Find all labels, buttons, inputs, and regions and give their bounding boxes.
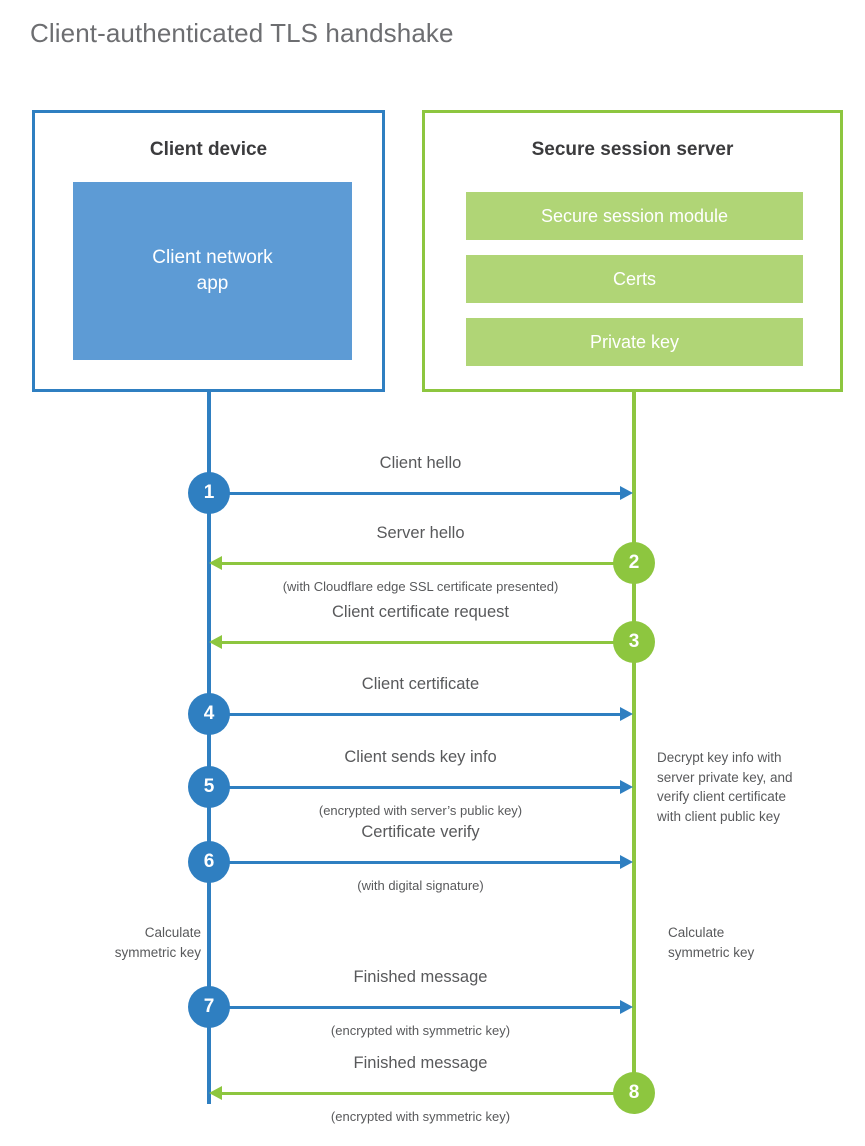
arrow-head-left-icon: [209, 635, 222, 649]
client-lifeline: [207, 392, 211, 1104]
arrow-head-right-icon: [620, 780, 633, 794]
client-network-app-block: Client network app: [73, 182, 352, 360]
message-label-7: Finished message: [353, 968, 488, 986]
message-label-5: Client sends key info: [344, 748, 497, 766]
server-component-private-key: Private key: [466, 318, 803, 366]
message-sublabel-2: (with Cloudflare edge SSL certificate pr…: [282, 579, 559, 594]
client-device-box: Client device Client network app: [32, 110, 385, 392]
arrow-head-right-icon: [620, 855, 633, 869]
message-sublabel-6: (with digital signature): [357, 878, 484, 893]
client-device-title: Client device: [149, 139, 268, 160]
arrow-head-right-icon: [620, 1000, 633, 1014]
note-line: Decrypt key info with: [657, 750, 782, 765]
message-label-4: Client certificate: [361, 675, 480, 693]
note-line: symmetric key: [668, 944, 755, 960]
server-component-secure-session-module: Secure session module: [466, 192, 803, 240]
step-marker-4[interactable]: 4: [188, 693, 230, 735]
note-line: with client public key: [657, 808, 781, 824]
step-marker-6[interactable]: 6: [188, 841, 230, 883]
note-line: Calculate: [668, 925, 725, 940]
step-marker-2[interactable]: 2: [613, 542, 655, 584]
note-line: Calculate: [144, 925, 201, 940]
message-label-3: Client certificate request: [332, 603, 509, 621]
arrow-head-left-icon: [209, 556, 222, 570]
message-label-8: Finished message: [353, 1054, 488, 1072]
step-marker-1[interactable]: 1: [188, 472, 230, 514]
client-calculate-symmetric-key-note: Calculate symmetric key: [46, 923, 201, 962]
arrow-line-2: [222, 562, 634, 565]
server-bar-label: Secure session module: [540, 205, 729, 226]
client-app-label-line2: app: [196, 273, 229, 294]
arrow-line-8: [222, 1092, 634, 1095]
note-line: verify client certificate: [657, 789, 787, 805]
arrow-line-4: [209, 713, 620, 716]
step-marker-8[interactable]: 8: [613, 1072, 655, 1114]
message-label-2: Server hello: [376, 524, 465, 542]
server-bar-label: Private key: [589, 331, 680, 352]
message-sublabel-5: (encrypted with server’s public key): [318, 803, 523, 818]
step-marker-3[interactable]: 3: [613, 621, 655, 663]
arrow-line-3: [222, 641, 634, 644]
server-calculate-symmetric-key-note: Calculate symmetric key: [668, 923, 833, 962]
arrow-line-5: [209, 786, 620, 789]
arrow-head-left-icon: [209, 1086, 222, 1100]
secure-session-server-title: Secure session server: [531, 139, 734, 160]
page-title: Client-authenticated TLS handshake: [30, 18, 454, 48]
message-label-6: Certificate verify: [361, 823, 480, 841]
secure-session-server-box: Secure session server Secure session mod…: [422, 110, 843, 392]
arrow-line-7: [209, 1006, 620, 1009]
server-bar-label: Certs: [612, 268, 656, 289]
message-sublabel-7: (encrypted with symmetric key): [330, 1023, 511, 1038]
arrow-head-right-icon: [620, 707, 633, 721]
step-marker-7[interactable]: 7: [188, 986, 230, 1028]
client-app-label-line1: Client network: [152, 247, 273, 269]
note-line: server private key, and: [657, 769, 793, 785]
server-lifeline: [632, 392, 636, 1093]
message-label-1: Client hello: [379, 454, 462, 472]
note-line: symmetric key: [114, 944, 201, 960]
message-sublabel-8: (encrypted with symmetric key): [330, 1109, 511, 1124]
server-component-certs: Certs: [466, 255, 803, 303]
arrow-line-1: [209, 492, 620, 495]
server-decrypt-note: Decrypt key info with server private key…: [657, 748, 837, 826]
step-marker-5[interactable]: 5: [188, 766, 230, 808]
arrow-head-right-icon: [620, 486, 633, 500]
arrow-line-6: [209, 861, 620, 864]
